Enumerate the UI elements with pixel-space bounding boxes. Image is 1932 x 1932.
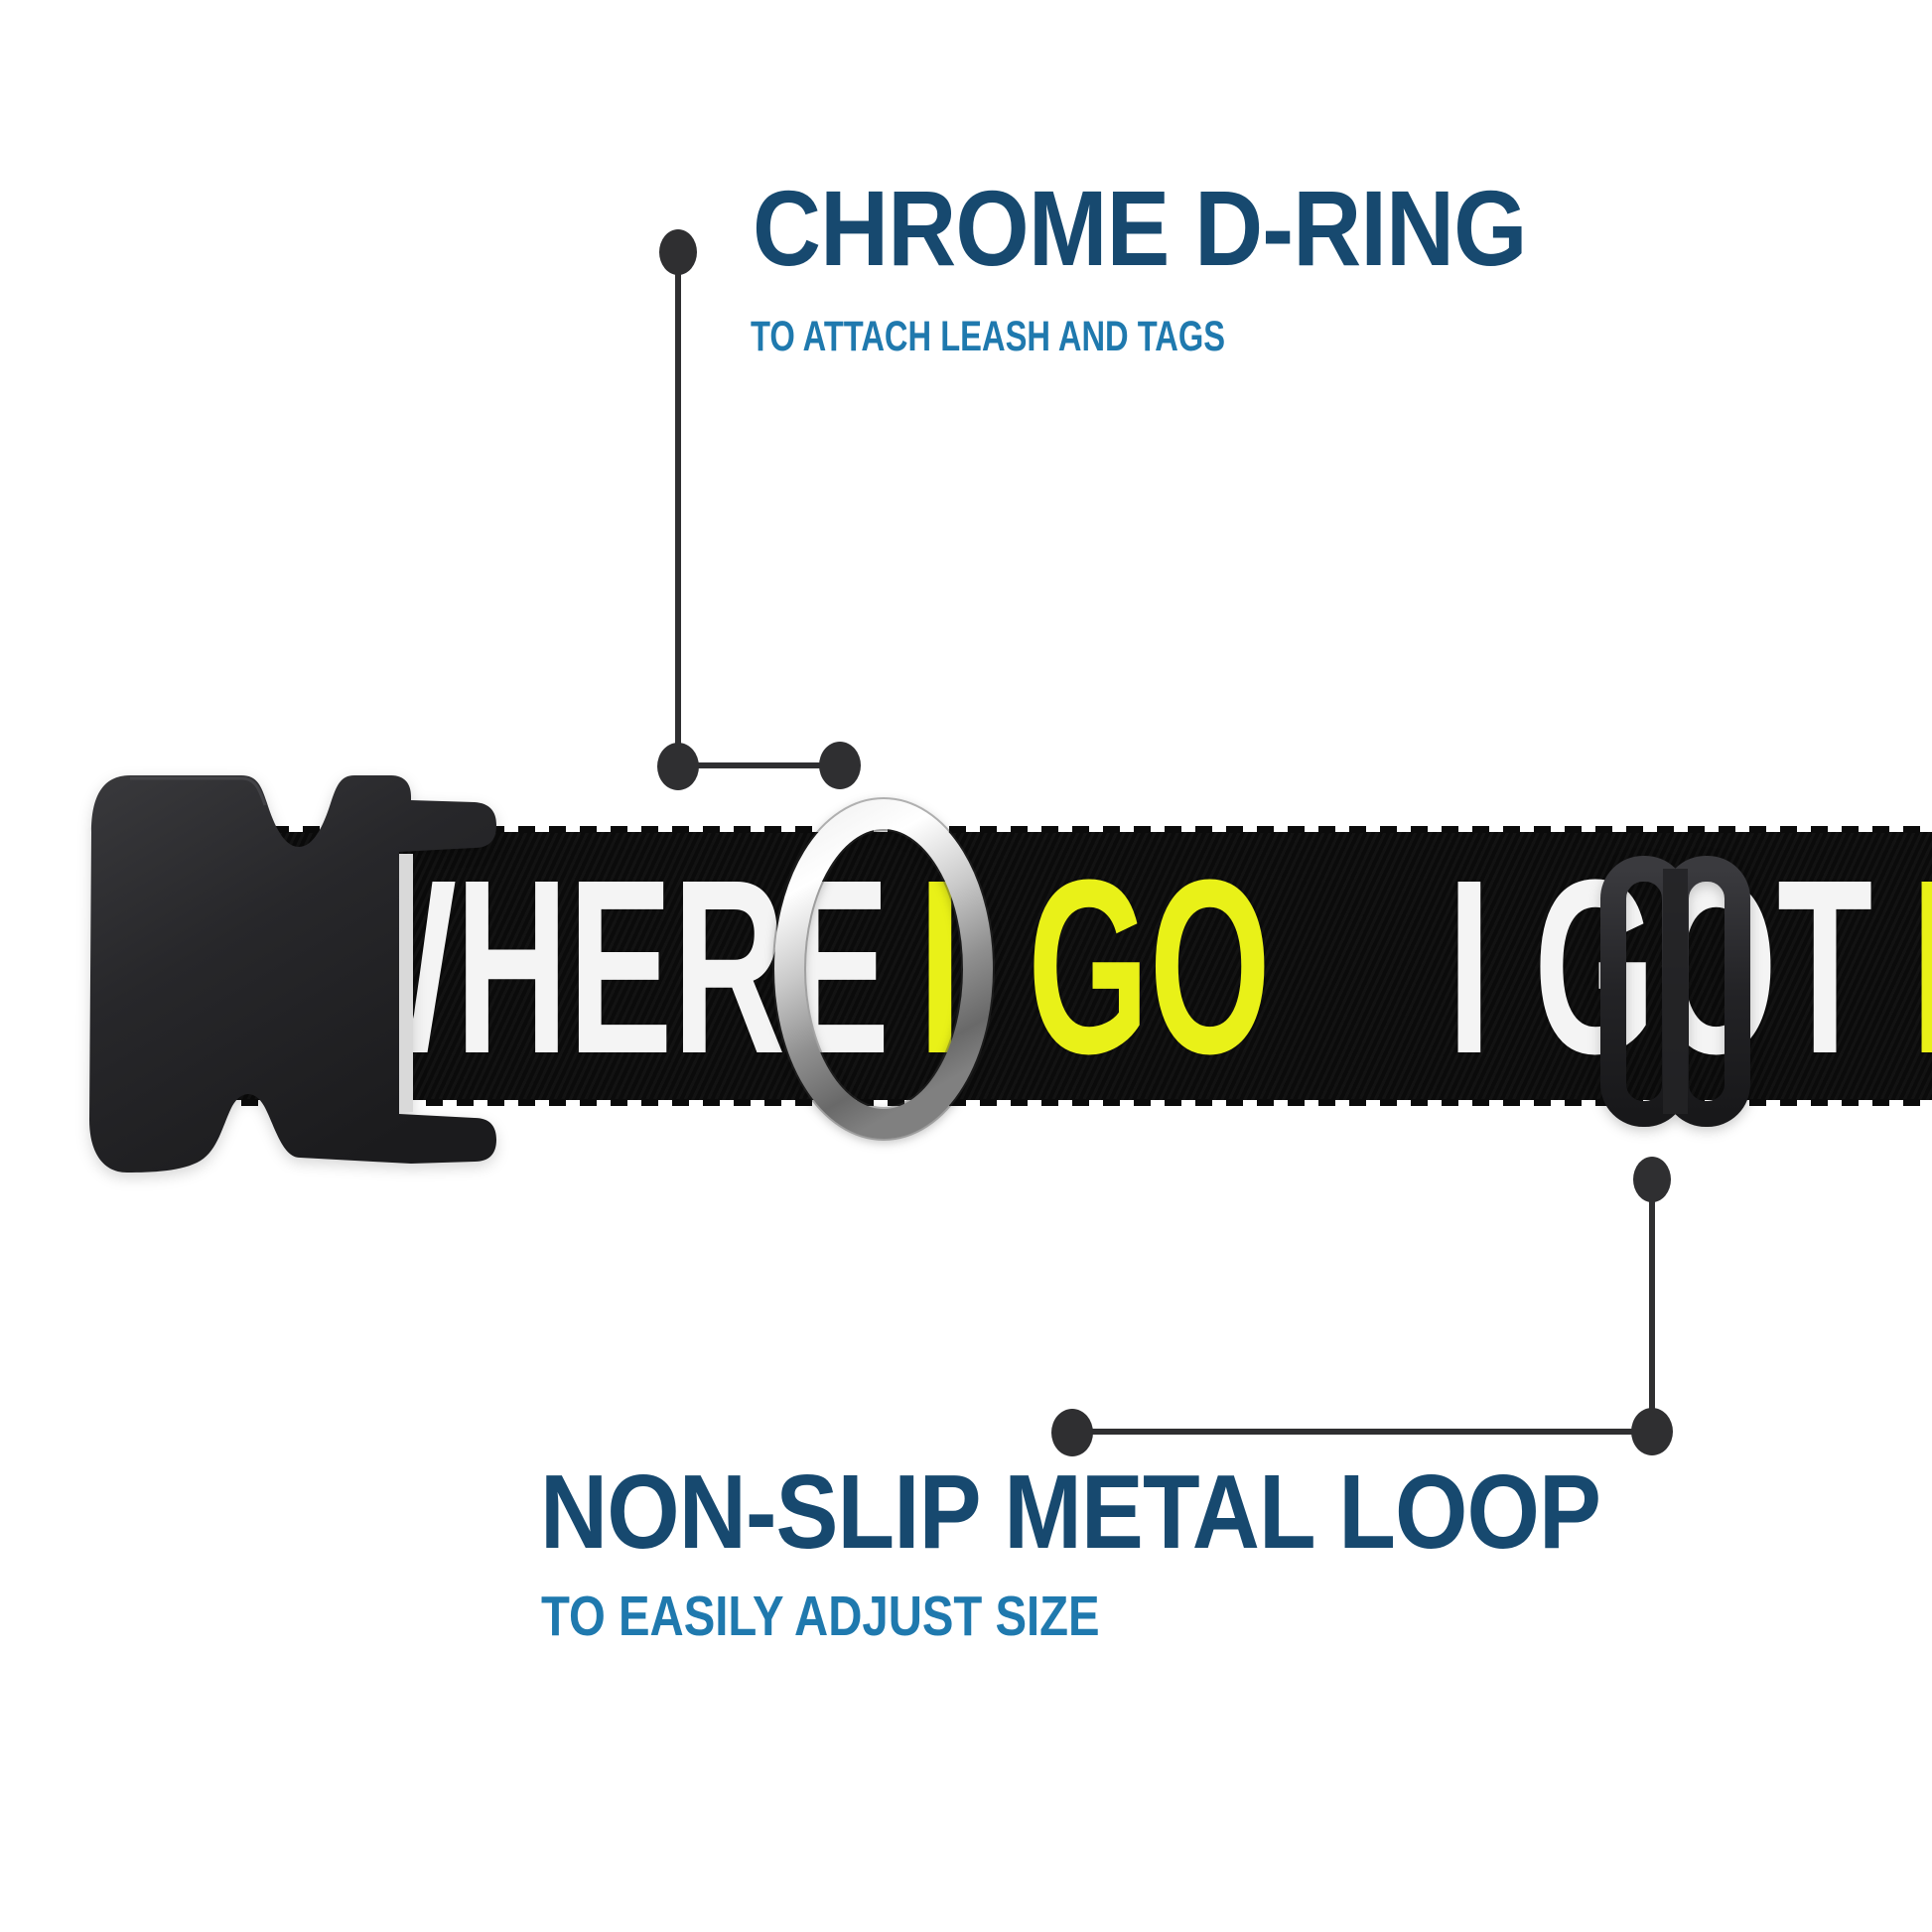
strap-word: I <box>1448 828 1491 1105</box>
side-release-buckle-icon <box>89 775 496 1173</box>
callout-line <box>1072 1429 1652 1435</box>
callout-dot <box>1051 1409 1093 1456</box>
non-slip-metal-loop-icon <box>1600 856 1750 1127</box>
callout-subtitle: TO ATTACH LEASH AND TAGS <box>751 313 1226 360</box>
callout-title: NON-SLIP METAL LOOP <box>540 1453 1601 1571</box>
callout-line <box>1649 1179 1655 1432</box>
callout-subtitle: TO EASILY ADJUST SIZE <box>541 1585 1100 1648</box>
buckle-top-highlight <box>130 776 267 806</box>
buckle-gap-highlight <box>399 854 413 1112</box>
strap-word: I <box>1911 843 1932 1091</box>
callout-dot <box>819 742 861 789</box>
chrome-d-ring-icon <box>772 797 995 1141</box>
buckle-silhouette <box>89 775 496 1173</box>
callout-line <box>675 252 681 766</box>
callout-line <box>678 762 840 768</box>
strap-word: GO <box>1028 828 1272 1105</box>
strap-word: GOT <box>1534 828 1873 1105</box>
callout-title: CHROME D-RING <box>753 168 1528 288</box>
